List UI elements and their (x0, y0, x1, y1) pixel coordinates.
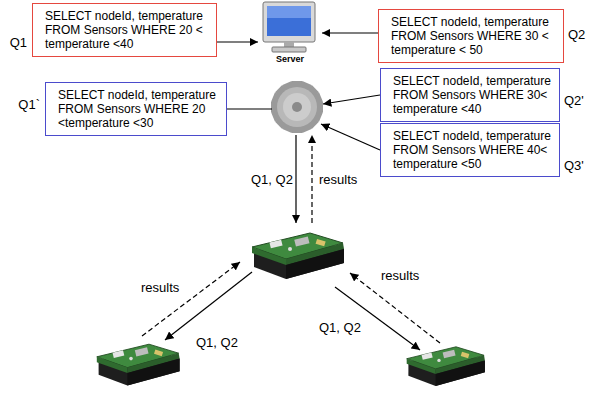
arrow-label: results (380, 268, 420, 283)
query-arrow (295, 135, 296, 223)
query-line (227, 108, 272, 109)
query-box: Q3'SELECT nodeId, temperature FROM Senso… (380, 123, 560, 177)
query-box: Q2'SELECT nodeId, temperature FROM Senso… (380, 68, 560, 122)
query-name: Q1` (18, 97, 40, 112)
query-name: Q2 (568, 27, 585, 42)
query-box: Q1`SELECT nodeId, temperature FROM Senso… (45, 82, 227, 136)
sensor-mote (407, 347, 485, 386)
result-arrow (350, 273, 440, 343)
arrow-label: Q1, Q2 (195, 335, 239, 350)
query-arrow (335, 287, 420, 350)
query-box: Q1SELECT nodeId, temperature FROM Sensor… (32, 3, 217, 57)
query-arrow (217, 41, 258, 42)
query-arrow (323, 95, 380, 104)
server-icon (263, 2, 315, 52)
query-arrow (322, 32, 378, 33)
sensor-mote (252, 233, 344, 279)
arrow-label: Q1, Q2 (318, 320, 362, 335)
result-arrow (311, 135, 312, 223)
query-box: Q2SELECT nodeId, temperature FROM Sensor… (378, 9, 564, 63)
server-label: Server (258, 54, 322, 65)
sensor-mote (97, 344, 180, 385)
arrow-label: Q1, Q2 (250, 172, 294, 187)
arrow-label: results (140, 280, 180, 295)
query-text: SELECT nodeId, temperature FROM Sensors … (393, 74, 556, 116)
query-name: Q2' (564, 93, 584, 108)
query-text: SELECT nodeId, temperature FROM Sensors … (58, 88, 223, 130)
query-text: SELECT nodeId, temperature FROM Sensors … (393, 129, 556, 171)
arrow-label: results (318, 172, 358, 187)
query-name: Q3' (564, 158, 584, 173)
query-arrow (321, 124, 380, 150)
query-name: Q1 (10, 35, 27, 50)
query-text: SELECT nodeId, temperature FROM Sensors … (391, 15, 560, 57)
query-text: SELECT nodeId, temperature FROM Sensors … (45, 9, 213, 51)
result-arrow (142, 262, 240, 336)
gear-icon (271, 81, 323, 133)
server-node: Server (258, 0, 322, 66)
